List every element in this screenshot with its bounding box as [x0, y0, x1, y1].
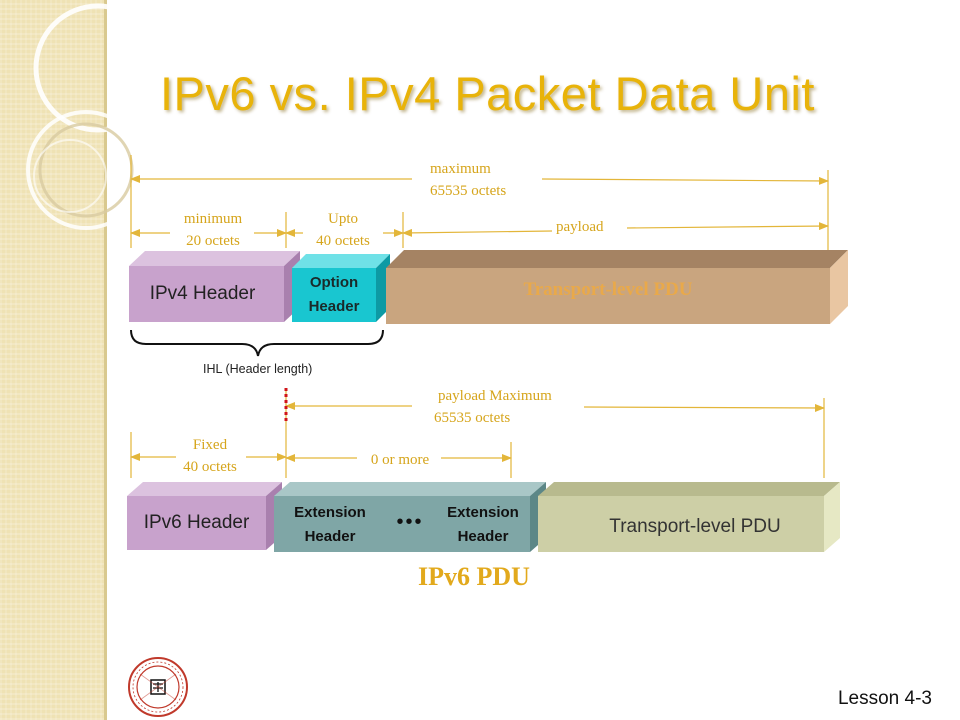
extension-header-1-line2: Header [304, 528, 356, 545]
option-header-box [292, 254, 390, 322]
ipv4-upto-label: Upto 40 octets [301, 208, 385, 252]
ipv4-upto-line1: Upto [328, 211, 358, 227]
ipv4-min-line2: 20 octets [186, 233, 240, 249]
ipv4-max-label: maximum 65535 octets [430, 158, 506, 202]
ipv6-payload-max-line1: payload Maximum [438, 388, 552, 404]
ipv4-dimension-lines [130, 155, 829, 250]
extension-header-1-label: Extension Header [278, 498, 382, 552]
ipv6-transport-label: Transport-level PDU [609, 516, 781, 537]
decorative-circles [26, 3, 163, 230]
ipv6-more-label: 0 or more [370, 452, 430, 468]
extension-header-2-label: Extension Header [432, 498, 534, 552]
ipv6-payload-max-label: payload Maximum 65535 octets [434, 385, 552, 429]
extension-ellipsis: ••• [396, 510, 424, 533]
ipv4-transport-box [386, 250, 848, 324]
ipv4-header-label: IPv4 Header [149, 283, 256, 304]
ipv4-min-line1: minimum [183, 211, 243, 227]
slide-title: IPv6 vs. IPv4 Packet Data Unit [160, 67, 815, 120]
extension-header-2-line2: Header [457, 528, 509, 545]
ihl-brace [130, 329, 384, 357]
ipv6-header-label: IPv6 Header [143, 512, 250, 533]
ipv6-fixed-label: Fixed 40 octets [168, 434, 252, 478]
ihl-label: IHL (Header length) [203, 362, 313, 376]
ipv6-fixed-line1: Fixed [192, 437, 228, 453]
ipv4-transport-label: Transport-level PDU [523, 279, 693, 300]
sidebar-edge [104, 0, 107, 720]
ipv4-payload-label: payload [556, 219, 604, 235]
ipv4-header-box [129, 251, 300, 322]
ipv4-upto-line2: 40 octets [316, 233, 370, 249]
ipv6-transport-box [538, 482, 840, 552]
ipv6-pdu-label: IPv6 PDU [418, 562, 530, 591]
ipv4-min-label: minimum 20 octets [170, 208, 256, 252]
ipv4-max-line1: maximum [430, 161, 491, 177]
ipv6-fixed-line2: 40 octets [183, 459, 237, 475]
option-header-line2: Header [308, 298, 360, 315]
option-header-line1: Option [309, 274, 359, 291]
ipv6-payload-max-line2: 65535 octets [434, 410, 511, 426]
extension-header-2-line1: Extension [447, 504, 519, 521]
ipv6-header-box [127, 482, 282, 550]
ipv4-max-line2: 65535 octets [430, 183, 507, 199]
university-seal-logo [128, 657, 188, 717]
sidebar-decoration [0, 0, 104, 720]
option-header-label: Option Header [292, 268, 376, 322]
extension-header-1-line1: Extension [294, 504, 366, 521]
lesson-number: Lesson 4-3 [837, 688, 932, 709]
extension-headers-box [274, 482, 546, 552]
